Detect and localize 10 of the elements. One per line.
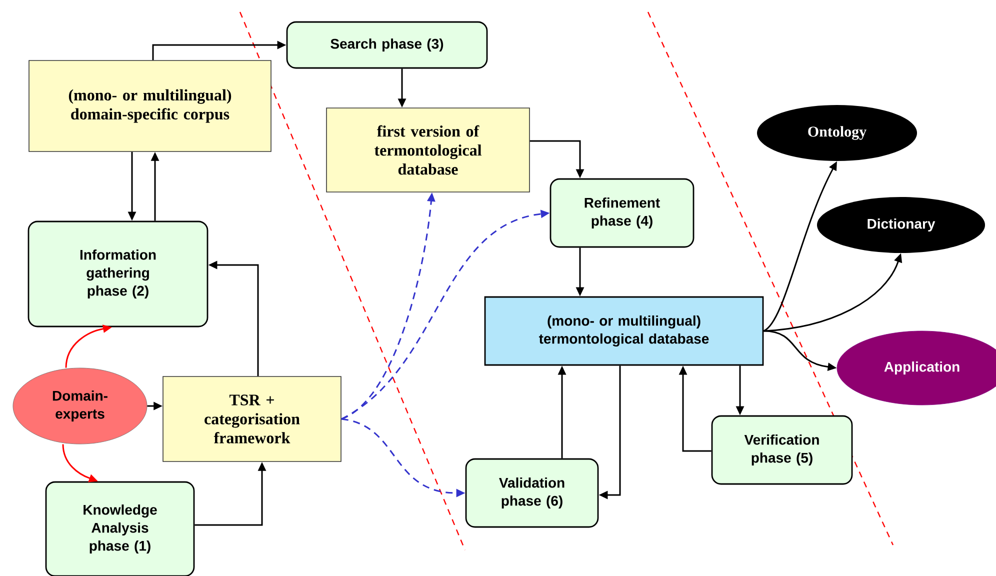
text-box: (mono- or multilingual) domain-specific corpus (28, 60, 272, 152)
text-box: first version of termontological database (326, 108, 530, 192)
phase-box: Information gathering phase (2) (28, 220, 208, 328)
phase-box: Verification phase (5) (711, 415, 853, 485)
phase-box: Knowledge Analysis phase (1) (45, 481, 195, 576)
phase-box: Refinement phase (4) (550, 178, 694, 248)
phase-box: Search phase (3) (286, 21, 488, 69)
database-box: (mono- or multilingual) termontological database (484, 296, 764, 366)
phase-box: Validation phase (6) (465, 458, 599, 528)
text-box: TSR + categorisation framework (162, 376, 342, 462)
